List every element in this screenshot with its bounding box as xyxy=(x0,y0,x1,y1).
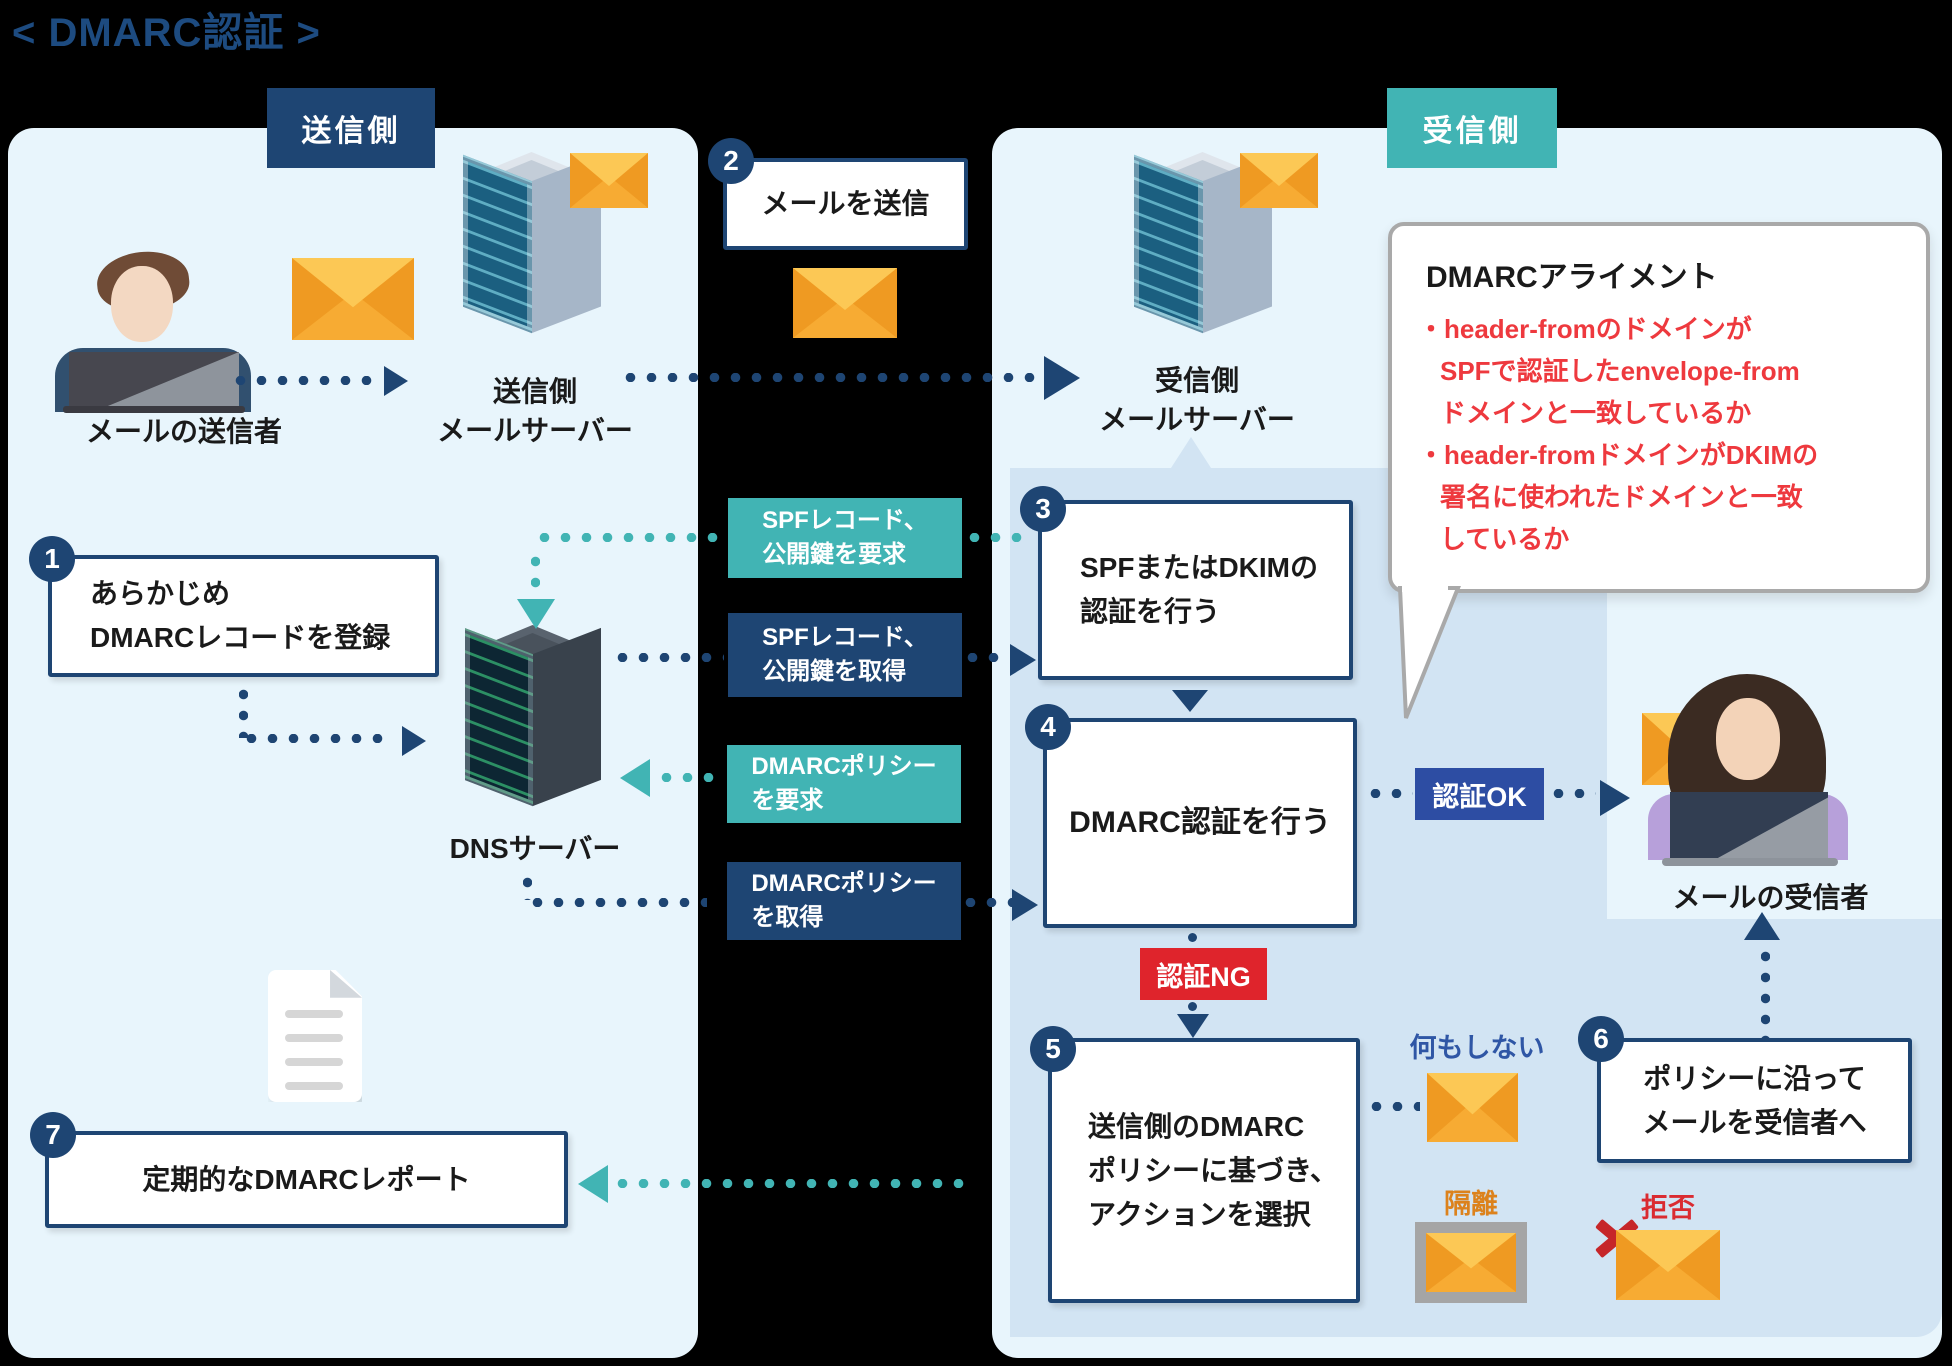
dotted-line xyxy=(1365,789,1413,798)
dotted-line xyxy=(1548,789,1596,798)
mail-sender-label: メールの送信者 xyxy=(85,416,282,447)
dotted-line xyxy=(241,734,393,743)
arrow-down-icon xyxy=(517,599,555,629)
step-4-number: 4 xyxy=(1025,704,1071,750)
dmarc-alignment-callout: DMARCアライメント ・header-fromのドメインが SPFで認証したe… xyxy=(1388,222,1930,593)
dotted-line xyxy=(523,872,532,900)
step-3-box: SPFまたはDKIMの 認証を行う xyxy=(1038,500,1353,680)
dotted-line xyxy=(1761,946,1770,1042)
quarantine-frame xyxy=(1415,1222,1527,1303)
step-6-box: ポリシーに沿って メールを受信者へ xyxy=(1597,1038,1912,1163)
dotted-line xyxy=(230,376,382,385)
outcome-none-label: 何もしない xyxy=(1409,1033,1545,1063)
dotted-line xyxy=(1366,1102,1420,1111)
dotted-line xyxy=(239,684,248,738)
mail-icon xyxy=(793,268,897,338)
laptop-icon xyxy=(1670,792,1828,860)
receiver-side-badge: 受信側 xyxy=(1387,88,1557,168)
callout-tail xyxy=(1397,586,1461,719)
arrow-up-icon xyxy=(1744,912,1780,940)
spf-request-label: SPFレコード、公開鍵を要求 xyxy=(728,498,962,578)
dns-server-label: DNSサーバー xyxy=(449,833,621,864)
arrow-right-icon xyxy=(384,366,408,396)
arrow-down-icon xyxy=(1177,1014,1209,1038)
dotted-line xyxy=(964,533,1032,542)
face-shape xyxy=(111,266,173,342)
mail-icon xyxy=(570,153,648,208)
document-icon xyxy=(268,970,362,1102)
arrow-right-icon xyxy=(1012,889,1038,921)
step-4-box: DMARC認証を行う xyxy=(1043,718,1357,928)
dotted-line xyxy=(612,653,724,662)
laptop-base xyxy=(1662,858,1838,866)
step-2-number: 2 xyxy=(708,138,754,184)
step-1-number: 1 xyxy=(29,536,75,582)
page-title: < DMARC認証 > xyxy=(12,11,321,55)
sender-server-label: 送信側 メールサーバー xyxy=(437,376,633,446)
dns-server-icon xyxy=(465,625,600,830)
dotted-line xyxy=(962,653,1008,662)
step-3-number: 3 xyxy=(1020,486,1066,532)
step-5-number: 5 xyxy=(1030,1026,1076,1072)
dotted-line xyxy=(531,551,540,597)
auth-ok-badge: 認証OK xyxy=(1415,768,1544,820)
dotted-line xyxy=(612,1179,968,1188)
step-2-box: メールを送信 xyxy=(723,158,968,250)
step-7-number: 7 xyxy=(30,1112,76,1158)
dotted-line xyxy=(620,373,1040,382)
callout-title: DMARCアライメント xyxy=(1426,261,1718,294)
mail-icon xyxy=(292,258,414,340)
dotted-line xyxy=(1188,933,1197,942)
step-6-number: 6 xyxy=(1578,1016,1624,1062)
mail-icon xyxy=(1240,153,1318,208)
dmarc-policy-fetch-label: DMARCポリシーを取得 xyxy=(727,862,961,940)
step-7-box: 定期的なDMARCレポート xyxy=(45,1131,568,1228)
arrow-right-icon xyxy=(1010,644,1036,676)
dotted-line xyxy=(527,898,707,907)
spf-fetch-label: SPFレコード、公開鍵を取得 xyxy=(728,613,962,697)
auth-ng-badge: 認証NG xyxy=(1140,948,1267,1000)
mail-recipient-label: メールの受信者 xyxy=(1672,882,1869,913)
mail-recipient-icon xyxy=(1640,672,1855,868)
receiver-server-label: 受信側 メールサーバー xyxy=(1099,365,1295,435)
dmarc-policy-request-label: DMARCポリシーを要求 xyxy=(727,745,961,823)
arrow-right-icon xyxy=(402,726,426,756)
arrow-left-icon xyxy=(620,759,650,797)
dotted-line xyxy=(534,533,726,542)
step-1-box: あらかじめ DMARCレコードを登録 xyxy=(48,555,439,677)
outcome-quarantine-label: 隔離 xyxy=(1444,1189,1498,1219)
laptop-icon xyxy=(69,352,239,408)
face-shape xyxy=(1716,698,1780,780)
dotted-line xyxy=(656,773,716,782)
dotted-line xyxy=(960,898,1012,907)
laptop-base xyxy=(63,406,245,413)
arrow-right-icon xyxy=(1600,780,1630,816)
arrow-left-icon xyxy=(578,1165,608,1203)
mail-sender-icon xyxy=(55,247,255,414)
mail-icon xyxy=(1616,1230,1720,1300)
mail-icon xyxy=(1427,1073,1518,1142)
dotted-line xyxy=(1188,1002,1197,1011)
step-5-box: 送信側のDMARC ポリシーに基づき、 アクションを選択 xyxy=(1048,1038,1360,1303)
mail-icon xyxy=(1426,1233,1516,1292)
outcome-reject-label: 拒否 xyxy=(1641,1193,1695,1223)
sender-side-badge: 送信側 xyxy=(267,88,435,168)
arrow-right-icon xyxy=(1044,356,1080,400)
inner-panel-pointer xyxy=(1171,437,1211,468)
arrow-down-icon xyxy=(1172,690,1208,712)
